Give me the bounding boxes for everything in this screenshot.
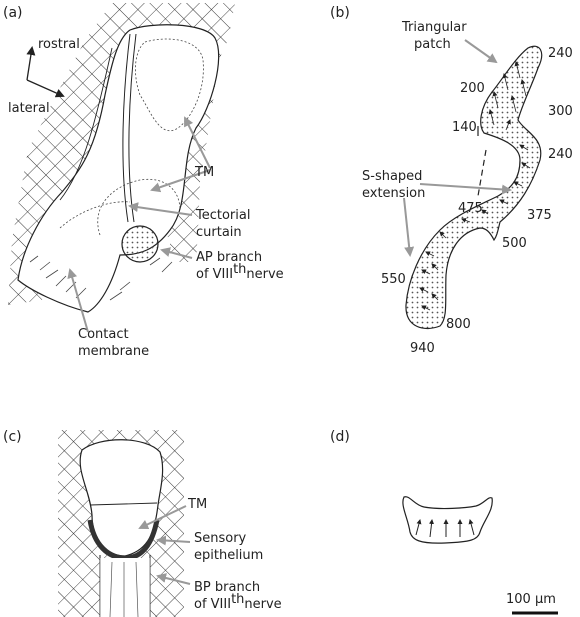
triangular-leader	[464, 39, 498, 64]
panel-a-inner-contour-3	[59, 201, 131, 229]
position-label: 240	[548, 147, 573, 162]
position-label: 475	[458, 201, 483, 216]
tectorial-label-2: curtain	[196, 225, 242, 240]
tectorial-label-1: Tectorial	[195, 208, 250, 223]
position-label: 800	[446, 317, 471, 332]
tm-label-a: TM	[194, 165, 214, 180]
rostral-label: rostral	[38, 37, 80, 52]
tm-label-c: TM	[187, 497, 207, 512]
rostral-arrow	[26, 46, 36, 81]
panel-d-papilla	[402, 496, 493, 544]
position-label: 240	[548, 46, 573, 61]
bp-label-2: of VIIIthnerve	[194, 592, 282, 612]
contact-leader	[67, 268, 89, 333]
lateral-label: lateral	[8, 101, 50, 116]
panel-a-left-margin	[59, 47, 113, 201]
panel-c-nerve-lines	[99, 558, 151, 617]
s-shaped-leader-1	[419, 183, 512, 195]
s-shaped-leader-2	[403, 197, 415, 257]
tm-leader-a	[184, 116, 211, 169]
position-label: 375	[527, 208, 552, 223]
ap-label-2: of VIIIthnerve	[196, 262, 284, 282]
scale-bar-label: 100 μm	[506, 592, 556, 607]
panel-b-label: (b)	[330, 5, 350, 21]
panel-a-tectorial-membrane	[17, 24, 220, 313]
s-shaped-label-1: S-shaped	[362, 169, 422, 184]
position-label: 940	[410, 341, 435, 356]
lateral-arrow	[26, 79, 65, 98]
panel-a-inner-contour	[135, 38, 204, 131]
tm-leader-c	[138, 505, 187, 530]
position-label: 140	[452, 120, 477, 135]
tm-leader-a2	[150, 169, 211, 193]
triangular-label-2: patch	[414, 37, 451, 52]
panel-c-tm-boundary	[89, 502, 158, 506]
ap-label-1: AP branch	[196, 250, 262, 265]
position-label: 200	[460, 81, 485, 96]
tectorial-leader	[128, 202, 193, 216]
contact-label-1: Contact	[78, 327, 129, 342]
triangular-label-1: Triangular	[401, 20, 467, 35]
panel-a-inner-contour-2	[97, 178, 181, 236]
panel-d-label: (d)	[330, 429, 350, 445]
panel-a-label: (a)	[3, 5, 23, 21]
bp-label-1: BP branch	[194, 580, 260, 595]
sensory-label-1: Sensory	[194, 531, 247, 546]
panel-d-hair-cell-arrows	[415, 519, 475, 538]
position-label: 300	[548, 104, 573, 119]
position-label: 550	[381, 272, 406, 287]
panel-b-hair-cell-arrows	[419, 61, 531, 311]
ap-leader	[160, 247, 193, 259]
panel-c-nerve-fill	[100, 558, 150, 617]
bp-leader	[156, 573, 191, 585]
panel-a-ap-nerve	[121, 225, 159, 263]
s-shaped-label-2: extension	[362, 186, 425, 201]
sensory-label-2: epithelium	[194, 548, 263, 563]
position-label: 500	[502, 236, 527, 251]
sensory-leader	[156, 535, 191, 546]
panel-a-fibers	[29, 255, 173, 301]
panel-c-label: (c)	[3, 429, 22, 445]
panel-b-divider-1	[477, 149, 487, 197]
panel-b-basilar-papilla	[405, 45, 543, 330]
contact-label-2: membrane	[78, 344, 149, 359]
